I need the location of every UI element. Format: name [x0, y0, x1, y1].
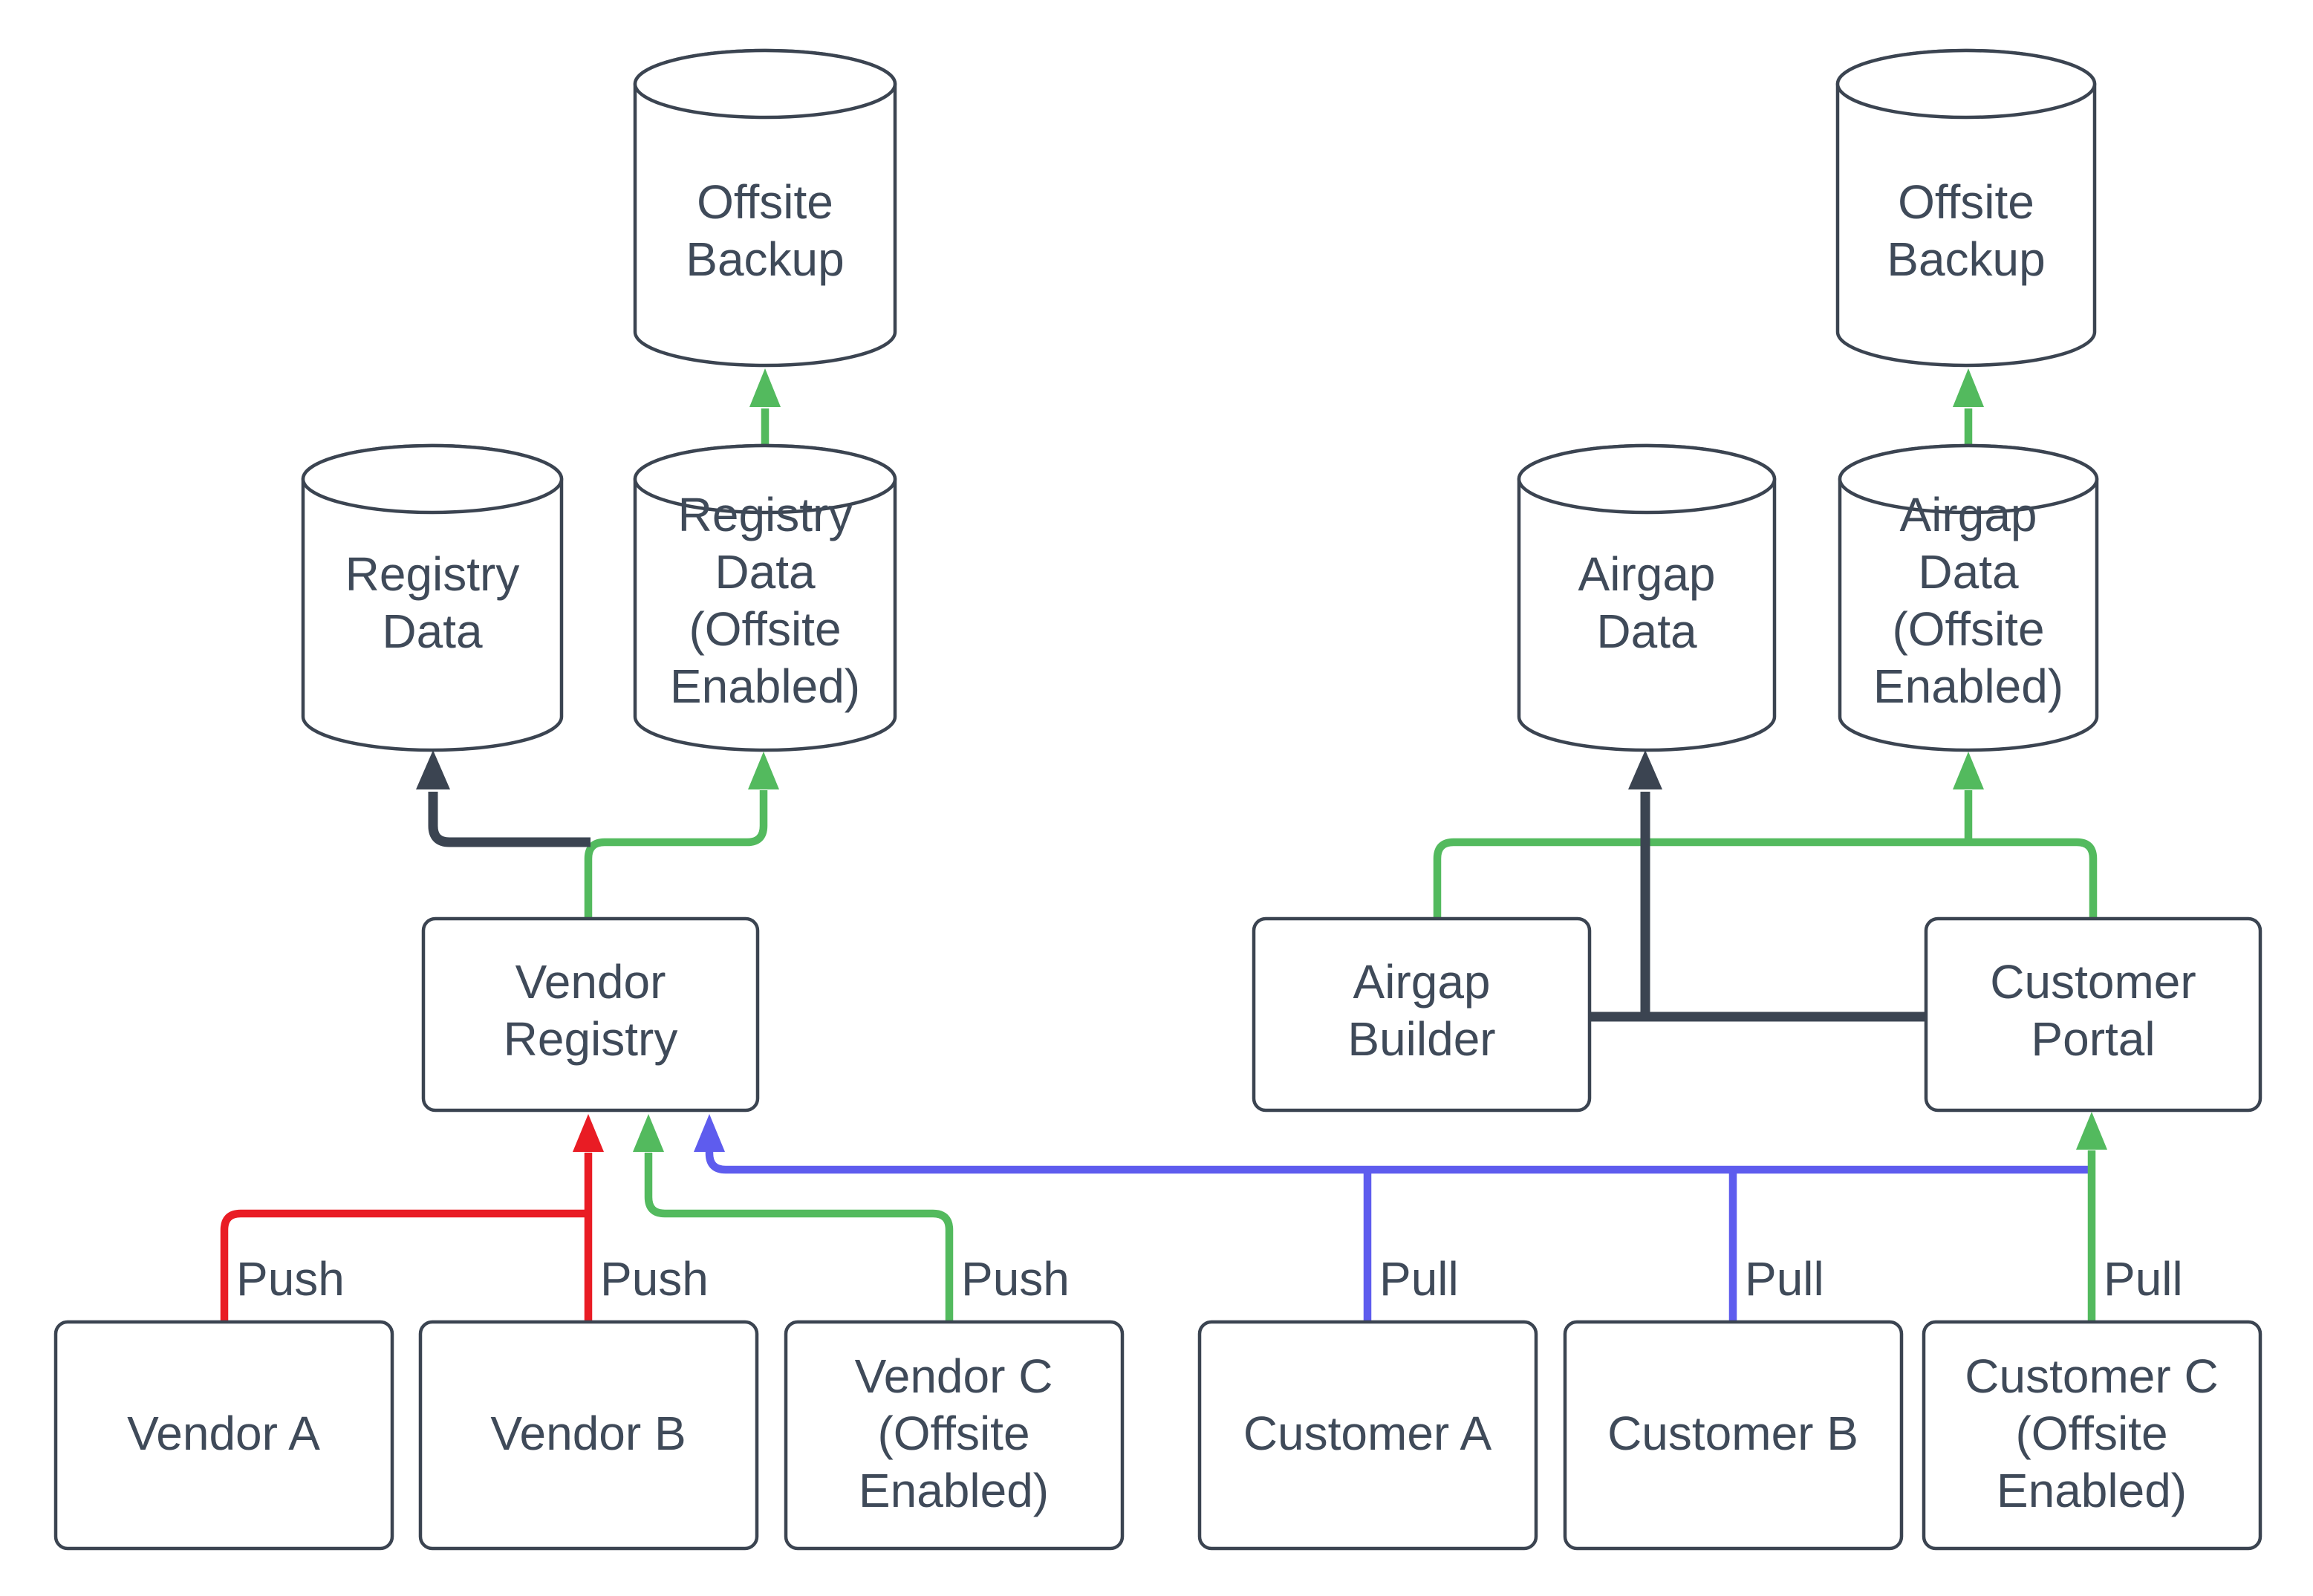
box-outline: [1924, 916, 2262, 1113]
cylinder-top: [633, 443, 897, 515]
edge-registry-to-registry-data-offsite: [584, 752, 779, 919]
node-label: Registry: [504, 1012, 678, 1066]
cylinder-airgap-data-offsite: Airgap Data (Offsite Enabled): [1838, 443, 2099, 752]
arrowhead: [573, 1114, 604, 1152]
cylinder-offsite-backup-left: Offsite Backup: [633, 48, 897, 368]
box-outline: [421, 916, 760, 1113]
arrowhead: [1953, 368, 1984, 407]
arrowhead: [748, 752, 779, 789]
node-label: Vendor: [515, 955, 666, 1009]
cylinder-offsite-backup-right: Offsite Backup: [1835, 48, 2097, 368]
cylinder-top: [633, 48, 897, 120]
node-label: Offsite: [1898, 175, 2034, 229]
node-label: Enabled): [670, 659, 860, 713]
box-outline: [53, 1320, 394, 1551]
box-outline: [418, 1320, 759, 1551]
edge-line: [220, 1209, 588, 1322]
cylinder-top: [1838, 443, 2099, 515]
edge-builder-portal-to-airgap-data: [1628, 750, 1662, 1017]
node-label: Registry: [678, 488, 853, 541]
box-vendor-b: Vendor B: [418, 1320, 759, 1551]
edge-label-push-vendor-a: Push: [236, 1252, 345, 1306]
edge-label-pull-customer-c: Pull: [2104, 1252, 2183, 1306]
node-label: Airgap: [1578, 547, 1716, 601]
arrowhead: [633, 1114, 664, 1152]
box-airgap-builder: Airgap Builder: [1252, 916, 1592, 1113]
edge-vendor-b-push: [573, 1114, 604, 1322]
edge-pull-trunk-to-vendor-registry: [694, 1114, 2089, 1174]
box-outline: [1563, 1320, 1904, 1551]
edge-line: [705, 1151, 2089, 1174]
edge-line: [584, 790, 768, 919]
edge-vendor-c-push: [633, 1114, 954, 1322]
node-label: Customer C: [1965, 1349, 2218, 1403]
arrowhead: [749, 368, 781, 407]
edge-label-pull-customer-b: Pull: [1745, 1252, 1824, 1306]
edge-line: [644, 1153, 954, 1322]
arrowhead: [2076, 1112, 2107, 1150]
node-label: Customer B: [1607, 1407, 1858, 1460]
node-label: Portal: [2031, 1012, 2155, 1066]
edge-portal-to-airgap-data-offsite: [1953, 752, 1984, 841]
cylinder-top: [1835, 48, 2097, 120]
node-label: Backup: [686, 232, 844, 286]
node-label: Airgap: [1353, 955, 1491, 1009]
box-customer-b: Customer B: [1563, 1320, 1904, 1551]
box-outline: [1252, 916, 1592, 1113]
node-label: Data: [1918, 545, 2019, 599]
node-label: Vendor A: [127, 1407, 320, 1460]
cylinder-airgap-data: Airgap Data: [1517, 443, 1777, 752]
edge-label-pull-customer-a: Pull: [1379, 1252, 1459, 1306]
box-customer-c-offsite: Customer C (Offsite Enabled): [1922, 1320, 2262, 1551]
arrowhead: [1953, 752, 1984, 789]
cylinder-registry-data: Registry Data: [301, 443, 564, 752]
cylinder-top: [301, 443, 564, 515]
node-label: Backup: [1887, 232, 2045, 286]
edge-line: [1433, 838, 2098, 919]
node-label: Vendor B: [490, 1407, 686, 1460]
edge-airgap-offsite-to-offsite-backup: [1953, 368, 1984, 446]
box-customer-a: Customer A: [1197, 1320, 1538, 1551]
box-vendor-a: Vendor A: [53, 1320, 394, 1551]
box-vendor-registry: Vendor Registry: [421, 916, 760, 1113]
edge-registry-to-registry-data: [416, 750, 591, 847]
arrowhead: [694, 1114, 725, 1152]
edge-line: [428, 792, 591, 847]
node-label: (Offsite: [877, 1407, 1029, 1460]
node-label: (Offsite: [2015, 1407, 2167, 1460]
node-label: Registry: [345, 547, 520, 601]
box-outline: [784, 1320, 1125, 1551]
node-label: Offsite: [697, 175, 833, 229]
edge-customer-c-pull: [2076, 1112, 2107, 1322]
node-label: (Offsite: [689, 602, 841, 656]
node-label: Airgap: [1900, 488, 2037, 541]
node-label: Enabled): [1873, 659, 2063, 713]
node-label: Vendor C: [855, 1349, 1053, 1403]
arrowhead: [416, 750, 450, 789]
edge-label-push-vendor-b: Push: [600, 1252, 709, 1306]
node-label: Builder: [1347, 1012, 1495, 1066]
node-label: Data: [715, 545, 816, 599]
node-label: Customer A: [1243, 1407, 1492, 1460]
node-label: (Offsite: [1892, 602, 2044, 656]
box-outline: [1197, 1320, 1538, 1551]
node-label: Customer: [1990, 955, 2196, 1009]
node-label: Enabled): [1997, 1464, 2187, 1517]
edge-portal-to-airgap-builder: [1433, 838, 2098, 919]
edge-vendor-a-push: [220, 1209, 588, 1322]
edge-registry-offsite-to-offsite-backup: [749, 368, 781, 446]
edge-label-push-vendor-c: Push: [961, 1252, 1070, 1306]
arrowhead: [1628, 750, 1662, 789]
node-label: Enabled): [859, 1464, 1049, 1517]
node-label: Data: [382, 605, 483, 658]
node-label: Data: [1596, 605, 1697, 658]
cylinder-registry-data-offsite: Registry Data (Offsite Enabled): [633, 443, 897, 752]
box-outline: [1922, 1320, 2262, 1551]
cylinder-top: [1517, 443, 1777, 515]
box-vendor-c-offsite: Vendor C (Offsite Enabled): [784, 1320, 1125, 1551]
box-customer-portal: Customer Portal: [1924, 916, 2262, 1113]
